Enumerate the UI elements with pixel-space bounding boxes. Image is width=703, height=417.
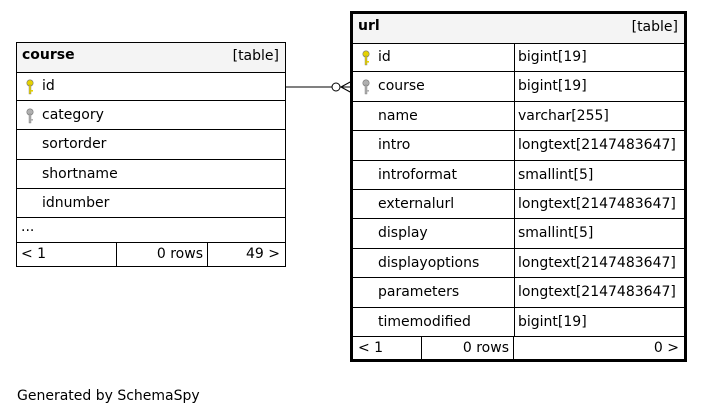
url-column-row[interactable]: parameters longtext[2147483647]	[353, 278, 684, 308]
url-children-count: 0 >	[653, 340, 679, 356]
column-name: introformat	[378, 166, 457, 183]
more-columns-ellipsis: ...	[21, 219, 35, 235]
url-table-footer: < 1 0 rows 0 >	[353, 337, 684, 359]
url-column-row[interactable]: name varchar[255]	[353, 101, 684, 132]
column-name: id	[42, 78, 55, 94]
column-name: intro	[378, 137, 411, 154]
column-name: course	[378, 78, 425, 95]
course-table-tag: [table]	[232, 48, 279, 64]
column-type: longtext[2147483647]	[518, 254, 676, 271]
column-name: idnumber	[42, 194, 110, 211]
url-column-row[interactable]: id bigint[19]	[353, 43, 684, 73]
course-table[interactable]: course [table] id category sortorder shortn…	[16, 42, 286, 267]
course-ellipsis-row: ...	[17, 218, 285, 243]
url-column-row[interactable]: externalurl longtext[2147483647]	[353, 190, 684, 220]
column-type: bigint[19]	[518, 49, 587, 65]
url-column-row[interactable]: intro longtext[2147483647]	[353, 131, 684, 161]
column-name: id	[378, 49, 391, 65]
course-parents-count: < 1	[21, 246, 47, 262]
course-row-count: 0 rows	[156, 246, 203, 262]
column-name: parameters	[378, 284, 460, 301]
column-type: varchar[255]	[518, 107, 609, 124]
course-table-footer: < 1 0 rows 49 >	[17, 243, 285, 266]
column-type: longtext[2147483647]	[518, 196, 676, 212]
course-column-row[interactable]: sortorder	[17, 130, 285, 160]
foreign-key-icon	[26, 108, 34, 124]
url-table-tag: [table]	[631, 19, 678, 35]
column-type: smallint[5]	[518, 166, 594, 183]
url-column-row[interactable]: timemodified bigint[19]	[353, 307, 684, 337]
column-name: category	[42, 107, 104, 124]
column-type: bigint[19]	[518, 313, 587, 330]
course-column-row[interactable]: idnumber	[17, 189, 285, 218]
course-column-row[interactable]: category	[17, 101, 285, 131]
url-table-header: url [table]	[353, 14, 684, 44]
url-table[interactable]: url [table] id bigint[19] course bigint[19]…	[350, 11, 687, 362]
course-table-header: course [table]	[17, 43, 285, 73]
url-column-row[interactable]: displayoptions longtext[2147483647]	[353, 248, 684, 279]
column-name: display	[378, 225, 428, 242]
column-name: timemodified	[378, 313, 471, 330]
column-type: smallint[5]	[518, 225, 594, 242]
generated-by-footer: Generated by SchemaSpy	[17, 388, 200, 404]
url-row-count: 0 rows	[462, 340, 509, 356]
column-name: sortorder	[42, 136, 107, 153]
course-column-row[interactable]: id	[17, 72, 285, 102]
course-children-count: 49 >	[246, 246, 280, 262]
column-type: bigint[19]	[518, 78, 587, 95]
column-name: displayoptions	[378, 254, 480, 271]
column-name: name	[378, 107, 418, 124]
url-parents-count: < 1	[358, 340, 384, 356]
url-table-name: url	[358, 18, 380, 34]
column-name: externalurl	[378, 196, 455, 212]
url-column-row[interactable]: course bigint[19]	[353, 72, 684, 102]
column-name: shortname	[42, 165, 118, 182]
primary-key-icon	[26, 79, 34, 95]
foreign-key-icon	[362, 79, 370, 95]
url-column-row[interactable]: introformat smallint[5]	[353, 160, 684, 190]
course-table-name: course	[22, 47, 75, 63]
course-column-row[interactable]: shortname	[17, 160, 285, 189]
primary-key-icon	[362, 50, 370, 66]
column-type: longtext[2147483647]	[518, 137, 676, 154]
column-type: longtext[2147483647]	[518, 284, 676, 301]
url-column-row[interactable]: display smallint[5]	[353, 219, 684, 249]
optional-circle-marker	[331, 82, 341, 92]
